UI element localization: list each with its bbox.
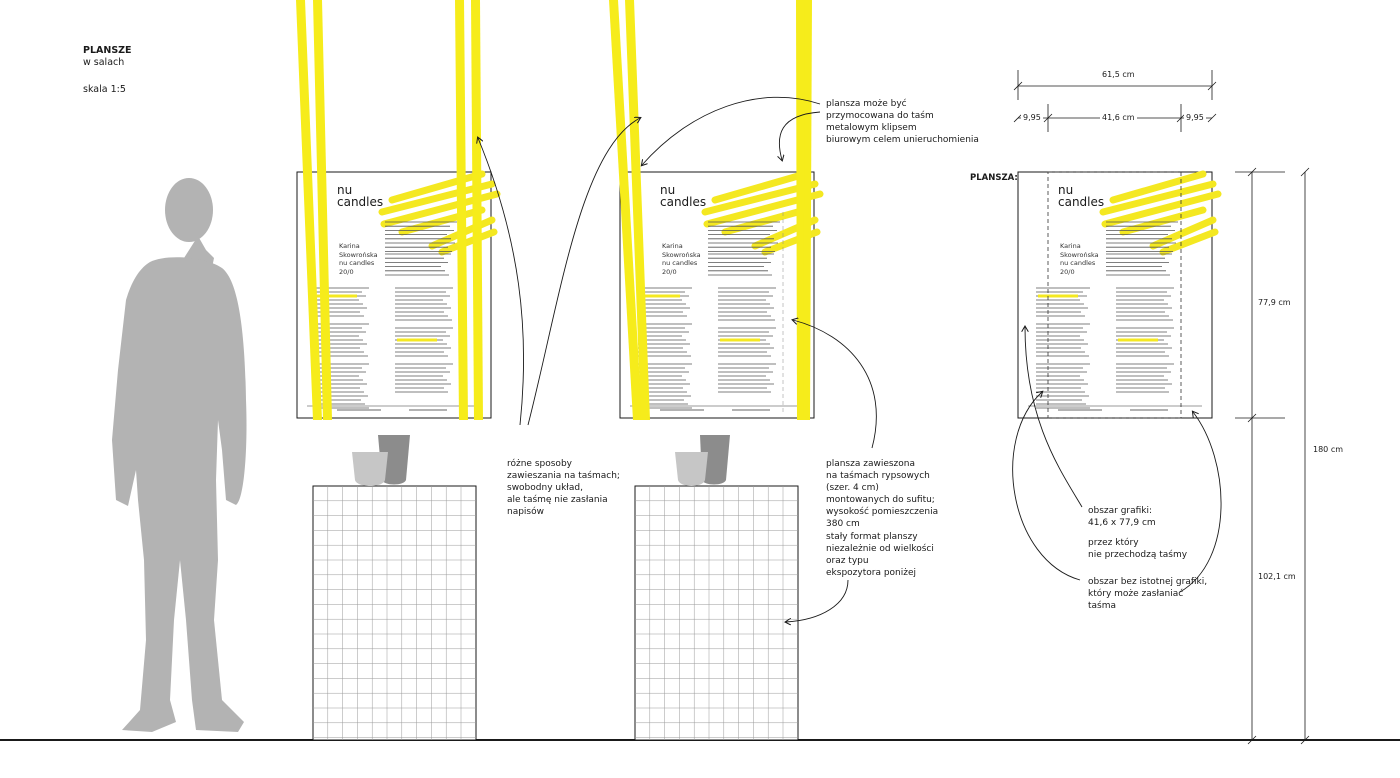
- board-author-line: Karina: [339, 242, 360, 250]
- format-note: stały format planszy niezależnie od wiel…: [826, 531, 934, 579]
- straps-note-line: różne sposoby: [507, 459, 572, 469]
- dim-right-margin: 9,95: [1184, 113, 1206, 123]
- hanging-note-line: (szer. 4 cm): [826, 483, 879, 493]
- board-author-line: nu candles: [339, 259, 375, 267]
- free-area-note: obszar bez istotnej grafiki, który może …: [1088, 576, 1207, 612]
- spacer: [1088, 529, 1187, 537]
- board-author-line: Karina: [1060, 242, 1081, 250]
- scale-label: skala 1:5: [83, 84, 126, 95]
- board-author-line: 20/0: [662, 267, 677, 276]
- clip-note-line: przymocowana do taśm: [826, 111, 934, 121]
- dim-left-margin: 9,95: [1021, 113, 1043, 123]
- board-author-line: nu candles: [1060, 259, 1096, 267]
- board-title-line1: nu: [337, 183, 353, 197]
- hanging-note: plansza zawieszona na taśmach rypsowych …: [826, 458, 938, 530]
- vases-1: [352, 435, 410, 486]
- free-area-note-line: taśma: [1088, 601, 1117, 611]
- board-author-line: 20/0: [1060, 267, 1075, 276]
- board-title-line1: nu: [660, 183, 676, 197]
- board-title-line1: nu: [1058, 183, 1074, 197]
- graphics-area-note: obszar grafiki: 41,6 x 77,9 cm przez któ…: [1088, 505, 1187, 561]
- board-title-line2: candles: [1058, 195, 1105, 209]
- format-note-line: niezależnie od wielkości: [826, 544, 934, 554]
- dim-hang-height: 180 cm: [1311, 445, 1346, 455]
- board-author-line: Skowrońska: [1060, 250, 1099, 259]
- hanging-note-line: montowanych do sufitu;: [826, 495, 935, 505]
- board-author-line: Skowrońska: [339, 250, 378, 259]
- board-title-line2: candles: [337, 195, 384, 209]
- dim-board-height: 77,9 cm: [1256, 298, 1293, 308]
- hanging-note-line: na taśmach rypsowych: [826, 471, 930, 481]
- board-author-line: Skowrońska: [662, 250, 701, 259]
- straps-note-line: ale taśmę nie zasłania: [507, 495, 608, 505]
- straps-note: różne sposoby zawieszania na taśmach; sw…: [507, 458, 620, 518]
- board-author-line: Karina: [662, 242, 683, 250]
- pedestal-2: [634, 485, 799, 741]
- free-area-note-line: obszar bez istotnej grafiki,: [1088, 577, 1208, 587]
- hanging-note-line: plansza zawieszona: [826, 459, 915, 469]
- hanging-note-line: wysokość pomieszczenia: [826, 507, 939, 517]
- board-title-line2: candles: [660, 195, 707, 209]
- dimension-lines: [1013, 70, 1310, 745]
- vases-2: [675, 435, 730, 486]
- graphics-area-note-line: 41,6 x 77,9 cm: [1088, 518, 1156, 528]
- straps-note-line: napisów: [507, 507, 544, 517]
- board-author-line: 20/0: [339, 267, 354, 276]
- annotation-arrows: [478, 96, 1222, 622]
- dim-floor-to-board: 102,1 cm: [1256, 572, 1298, 582]
- page-title-line1: PLANSZE: [83, 45, 132, 56]
- board-3: [1017, 170, 1222, 419]
- clip-note-line: biurowym celem unieruchomienia: [826, 135, 979, 145]
- clip-note-line: metalowym klipsem: [826, 123, 917, 133]
- straps-note-line: swobodny układ,: [507, 483, 583, 493]
- page-title-line2: w salach: [83, 57, 125, 68]
- human-silhouette: [112, 178, 247, 732]
- clip-note-line: plansza może być: [826, 99, 907, 109]
- graphics-area-note-line: nie przechodzą taśmy: [1088, 550, 1188, 560]
- board-author-line: nu candles: [662, 259, 698, 267]
- clip-note: plansza może być przymocowana do taśm me…: [826, 98, 979, 146]
- straps-board-2: [609, 0, 812, 420]
- board-2: [619, 170, 824, 419]
- graphics-area-note-line: obszar grafiki:: [1088, 506, 1153, 516]
- format-note-line: stały format planszy: [826, 532, 918, 542]
- format-note-line: ekspozytora poniżej: [826, 568, 917, 578]
- straps-note-line: zawieszania na taśmach;: [507, 471, 620, 481]
- straps-board-1: [296, 0, 483, 420]
- format-note-line: oraz typu: [826, 556, 869, 566]
- free-area-note-line: który może zasłaniać: [1088, 589, 1184, 599]
- graphics-area-note-line: przez który: [1088, 538, 1139, 548]
- dim-graphic-width: 41,6 cm: [1100, 113, 1137, 123]
- plansza-label: PLANSZA:: [970, 173, 1018, 183]
- hanging-note-line: 380 cm: [826, 519, 860, 529]
- dim-total-width: 61,5 cm: [1100, 70, 1137, 80]
- pedestal-1: [312, 485, 477, 741]
